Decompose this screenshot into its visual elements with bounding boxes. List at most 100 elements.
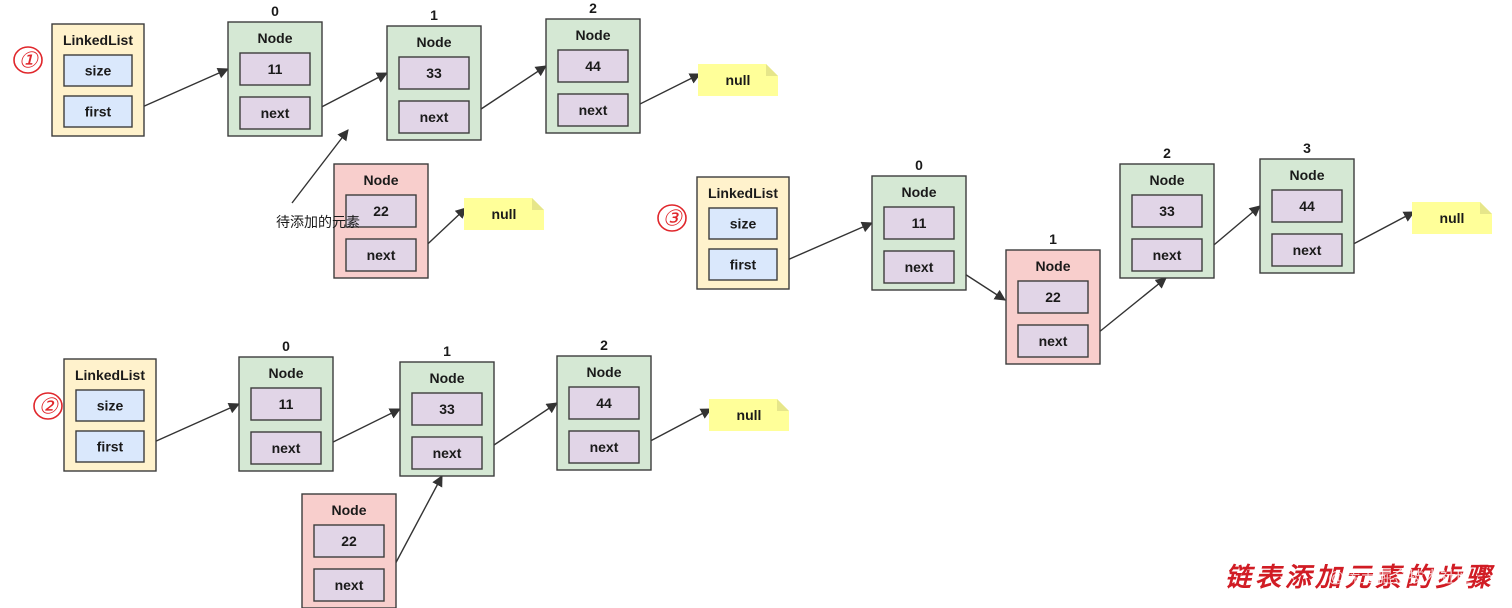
node-value: 33	[1159, 203, 1175, 219]
node-index-label: 2	[1163, 145, 1171, 161]
value-field	[313, 524, 385, 558]
first-label: first	[97, 439, 124, 455]
node-value: 22	[341, 533, 357, 549]
node-title: Node	[258, 30, 293, 46]
pointer-arrow	[1087, 277, 1167, 342]
null-note-fold	[777, 399, 789, 411]
pointer-arrow	[468, 65, 547, 118]
node-index-label: 1	[430, 7, 438, 23]
null-note	[709, 399, 789, 431]
pointer-arrow	[320, 408, 402, 449]
node-index-label: 0	[282, 338, 290, 354]
first-field	[75, 430, 145, 463]
next-field	[239, 96, 311, 130]
next-field	[345, 238, 417, 272]
null-note	[464, 198, 544, 230]
node-index-label: 0	[271, 3, 279, 19]
next-field	[411, 436, 483, 470]
next-field	[557, 93, 629, 127]
node-title: Node	[269, 365, 304, 381]
node-index-label: 1	[443, 343, 451, 359]
next-label: next	[579, 102, 608, 118]
node-value: 11	[912, 215, 927, 231]
value-field	[345, 194, 417, 228]
node-title: Node	[430, 370, 465, 386]
node-value: 44	[585, 58, 601, 74]
node-index-label: 0	[915, 157, 923, 173]
shape-layer: LinkedListsizefirst0Node11next1Node33nex…	[51, 0, 1492, 608]
step-marker-ring	[33, 392, 63, 420]
node-value: 33	[439, 401, 455, 417]
null-label: null	[726, 72, 751, 88]
step-marker: ②	[38, 395, 59, 420]
next-label: next	[261, 105, 290, 121]
value-field	[1131, 194, 1203, 228]
null-note-fold	[1480, 202, 1492, 214]
linkedlist-title: LinkedList	[63, 32, 133, 48]
node-title: Node	[364, 172, 399, 188]
node-title: Node	[576, 27, 611, 43]
pending-pointer-arrow	[291, 129, 349, 204]
size-field	[63, 54, 133, 87]
value-field	[1271, 189, 1343, 223]
node-value: 22	[373, 203, 389, 219]
linkedlist-title: LinkedList	[708, 185, 778, 201]
null-label: null	[492, 206, 517, 222]
value-field	[239, 52, 311, 86]
node-title: Node	[902, 184, 937, 200]
next-label: next	[272, 440, 301, 456]
next-field	[250, 431, 322, 465]
value-field	[883, 206, 955, 240]
value-field	[568, 386, 640, 420]
watermark: @稀土掘金技术社区	[1328, 569, 1472, 587]
step-marker-ring	[13, 46, 43, 74]
next-label: next	[590, 439, 619, 455]
value-field	[1017, 280, 1089, 314]
step-marker: ③	[662, 207, 683, 232]
size-field	[708, 207, 778, 240]
null-label: null	[1440, 210, 1465, 226]
pointer-arrow	[131, 67, 230, 113]
linkedlist-title: LinkedList	[75, 367, 145, 383]
null-note-fold	[766, 64, 778, 76]
node-value: 44	[1299, 198, 1315, 214]
next-label: next	[1039, 333, 1068, 349]
node-index-label: 1	[1049, 231, 1057, 247]
value-field	[557, 49, 629, 83]
next-label: next	[420, 109, 449, 125]
next-field	[313, 568, 385, 602]
value-field	[398, 56, 470, 90]
diagram-caption: 链表添加元素的步骤	[1225, 563, 1495, 593]
first-label: first	[730, 257, 757, 273]
first-label: first	[85, 104, 112, 120]
node-value: 11	[268, 61, 283, 77]
next-label: next	[1153, 247, 1182, 263]
pointer-arrow	[776, 221, 874, 266]
next-label: next	[367, 247, 396, 263]
first-field	[708, 248, 778, 281]
next-field	[1131, 238, 1203, 272]
node-value: 11	[279, 396, 294, 412]
first-field	[63, 95, 133, 128]
node-index-label: 2	[600, 337, 608, 353]
node-title: Node	[417, 34, 452, 50]
node-value: 22	[1045, 289, 1061, 305]
null-note-fold	[532, 198, 544, 210]
node-title: Node	[1036, 258, 1071, 274]
next-field	[1271, 233, 1343, 267]
next-field	[883, 250, 955, 284]
next-label: next	[433, 445, 462, 461]
value-field	[250, 387, 322, 421]
node-value: 44	[596, 395, 612, 411]
pointer-arrow	[309, 72, 388, 114]
null-note	[1412, 202, 1492, 234]
next-field	[568, 430, 640, 464]
next-field	[1017, 324, 1089, 358]
next-label: next	[1293, 242, 1322, 258]
value-field	[411, 392, 483, 426]
size-label: size	[730, 216, 757, 232]
next-label: next	[335, 577, 364, 593]
node-title: Node	[1290, 167, 1325, 183]
null-note	[698, 64, 778, 96]
